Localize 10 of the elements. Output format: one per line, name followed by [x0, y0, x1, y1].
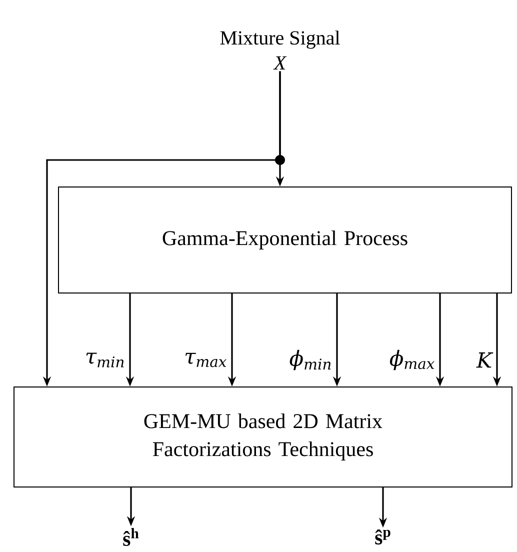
- edge-label: K: [476, 352, 494, 368]
- output-label: ŝ$^{h}$: [123, 528, 139, 546]
- output-label: ŝ$^{p}$: [375, 530, 390, 544]
- edge-label: τ$_{min}$: [86, 352, 124, 368]
- edge-label: ϕ$_{min}$: [290, 350, 331, 370]
- process-box: GEM-MU based 2D Matrix Factorizations Techniques: [14, 386, 512, 488]
- process-box: Gamma-Exponential Process: [58, 186, 512, 294]
- signal-label: Mixture Signal X: [220, 30, 340, 70]
- edge-label: τ$_{max}$: [185, 352, 226, 368]
- edge-label: ϕ$_{max}$: [390, 350, 434, 370]
